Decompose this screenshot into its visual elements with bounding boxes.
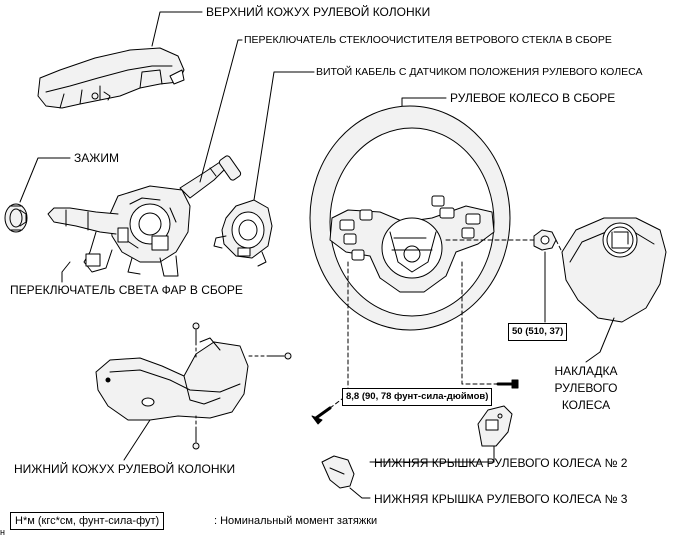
label-steering-wheel: РУЛЕВОЕ КОЛЕСО В СБОРЕ — [450, 91, 616, 105]
legend-description: : Номинальный момент затяжки — [214, 515, 378, 527]
label-lower-cover: НИЖНИЙ КОЖУХ РУЛЕВОЙ КОЛОНКИ — [14, 462, 236, 476]
steering-pad-drawing — [561, 217, 667, 323]
label-headlight-switch: ПЕРЕКЛЮЧАТЕЛЬ СВЕТА ФАР В СБОРЕ — [10, 283, 243, 297]
torque-bolt: 8,8 (90, 78 фунт-сила-дюймов) — [342, 388, 493, 406]
label-upper-cover: ВЕРХНИЙ КОЖУХ РУЛЕВОЙ КОЛОНКИ — [206, 5, 431, 19]
combination-switch-drawing — [47, 155, 242, 277]
corner-mark: н — [0, 527, 5, 537]
torque-nut: 50 (510, 37) — [508, 323, 568, 341]
nut-drawing — [533, 229, 557, 251]
lower-wheel-cover-2-drawing — [477, 405, 513, 447]
label-spiral-cable: ВИТОЙ КАБЕЛЬ С ДАТЧИКОМ ПОЛОЖЕНИЯ РУЛЕВО… — [316, 66, 643, 78]
bolts-drawing — [311, 379, 519, 425]
steering-wheel-drawing — [309, 105, 511, 331]
legend-unit-box: Н*м (кгс*см, фунт-сила-фут) — [10, 512, 165, 530]
cover-screws-drawing — [192, 322, 292, 450]
label-steering-pad-2: РУЛЕВОГО — [554, 381, 618, 395]
label-lower-wheel-cover-3: НИЖНЯЯ КРЫШКА РУЛЕВОГО КОЛЕСА № 3 — [374, 492, 628, 506]
label-wiper-switch: ПЕРЕКЛЮЧАТЕЛЬ СТЕКЛООЧИСТИТЕЛЯ ВЕТРОВОГО… — [244, 34, 612, 46]
label-clamp: ЗАЖИМ — [74, 151, 119, 165]
label-steering-pad-3: КОЛЕСА — [561, 398, 611, 412]
label-steering-pad-1: НАКЛАДКА — [554, 364, 618, 378]
spiral-cable-drawing — [213, 199, 273, 267]
clamp-drawing — [4, 203, 28, 233]
lower-wheel-cover-3-drawing — [321, 455, 355, 489]
label-lower-wheel-cover-2: НИЖНЯЯ КРЫШКА РУЛЕВОГО КОЛЕСА № 2 — [374, 456, 628, 470]
lower-cover-drawing — [95, 337, 249, 421]
upper-cover-drawing — [37, 47, 185, 109]
